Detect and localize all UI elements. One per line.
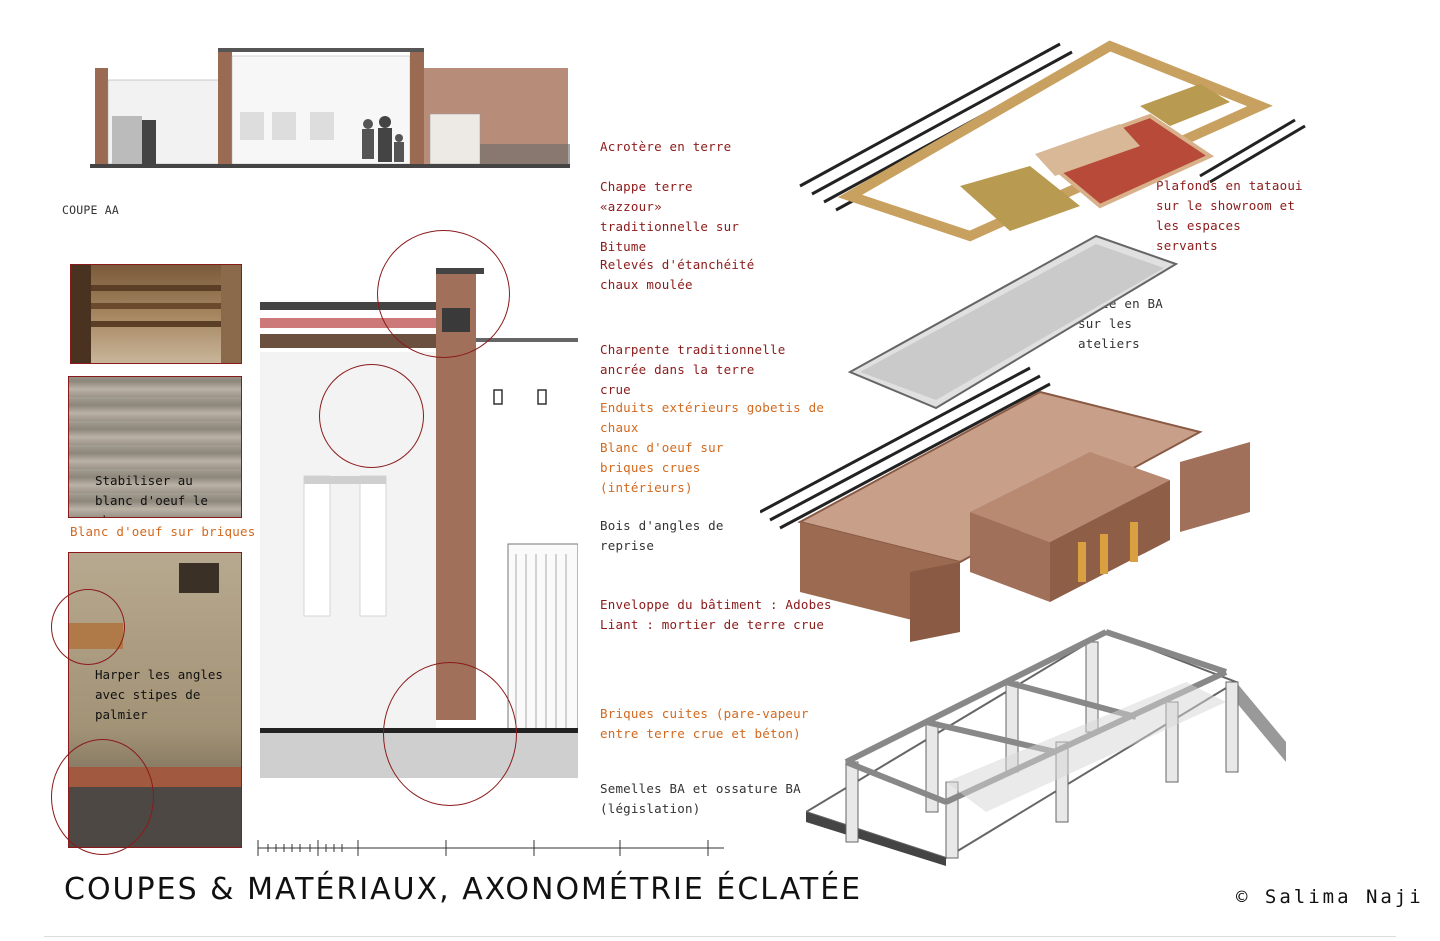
annotation-fired-bricks: Briques cuites (pare-vapeur entre terre … <box>600 706 809 741</box>
axonometry-envelope-layer <box>759 362 1250 654</box>
footer-rule <box>44 936 1396 937</box>
photo-wall-eggwhite: Stabiliser au blanc d'oeuf le showroom <box>68 376 242 518</box>
annotation-wood-corners: Bois d'angles de reprise <box>600 518 724 553</box>
axonometry-slab-layer <box>846 232 1182 412</box>
annotation-adobe-envelope: Enveloppe du bâtiment : Adobes Liant : m… <box>600 597 832 632</box>
annotation-lime-flashing: Relevés d'étanchéité chaux moulée <box>600 257 755 292</box>
section-aa-drawing <box>60 40 580 180</box>
axonometry-roof-layer <box>790 36 1310 246</box>
annotation-egg-white: Blanc d'oeuf sur briques crues (intérieu… <box>600 440 724 495</box>
axonometry-structure-layer <box>803 622 1292 866</box>
photo-ceiling <box>70 264 242 364</box>
annotation-lime-render: Enduits extérieurs gobetis de chaux <box>600 400 825 435</box>
detail-circle-fired-brick <box>51 739 154 855</box>
section-label: COUPE AA <box>62 203 119 217</box>
detail-circle-acroterion <box>377 230 510 358</box>
detail-circle-interior-brick <box>319 364 424 468</box>
page-title: COUPES & MATÉRIAUX, AXONOMÉTRIE ÉCLATÉE <box>64 872 863 907</box>
scale-bar <box>254 836 728 860</box>
annotation-acroterion: Acrotère en terre <box>600 139 732 154</box>
annotation-foundations: Semelles BA et ossature BA (législation) <box>600 781 801 816</box>
photo-wall-subcaption: Blanc d'oeuf sur briques <box>70 524 256 539</box>
detail-circle-foundation <box>383 662 517 806</box>
annotation-tataoui-ceilings: Plafonds en tataoui sur le showroom et l… <box>1156 178 1303 253</box>
photo-corner-caption: Harper les angles avec stipes de palmier <box>95 667 223 722</box>
annotation-azzour-screed: Chappe terre «azzour» traditionnelle sur… <box>600 179 740 254</box>
detail-circle-palm-corner <box>51 589 125 665</box>
photo-wall-caption: Stabiliser au blanc d'oeuf le showroom <box>95 473 208 517</box>
annotation-traditional-frame: Charpente traditionnelle ancrée dans la … <box>600 342 786 397</box>
copyright-credit: © Salima Naji <box>1236 886 1424 908</box>
